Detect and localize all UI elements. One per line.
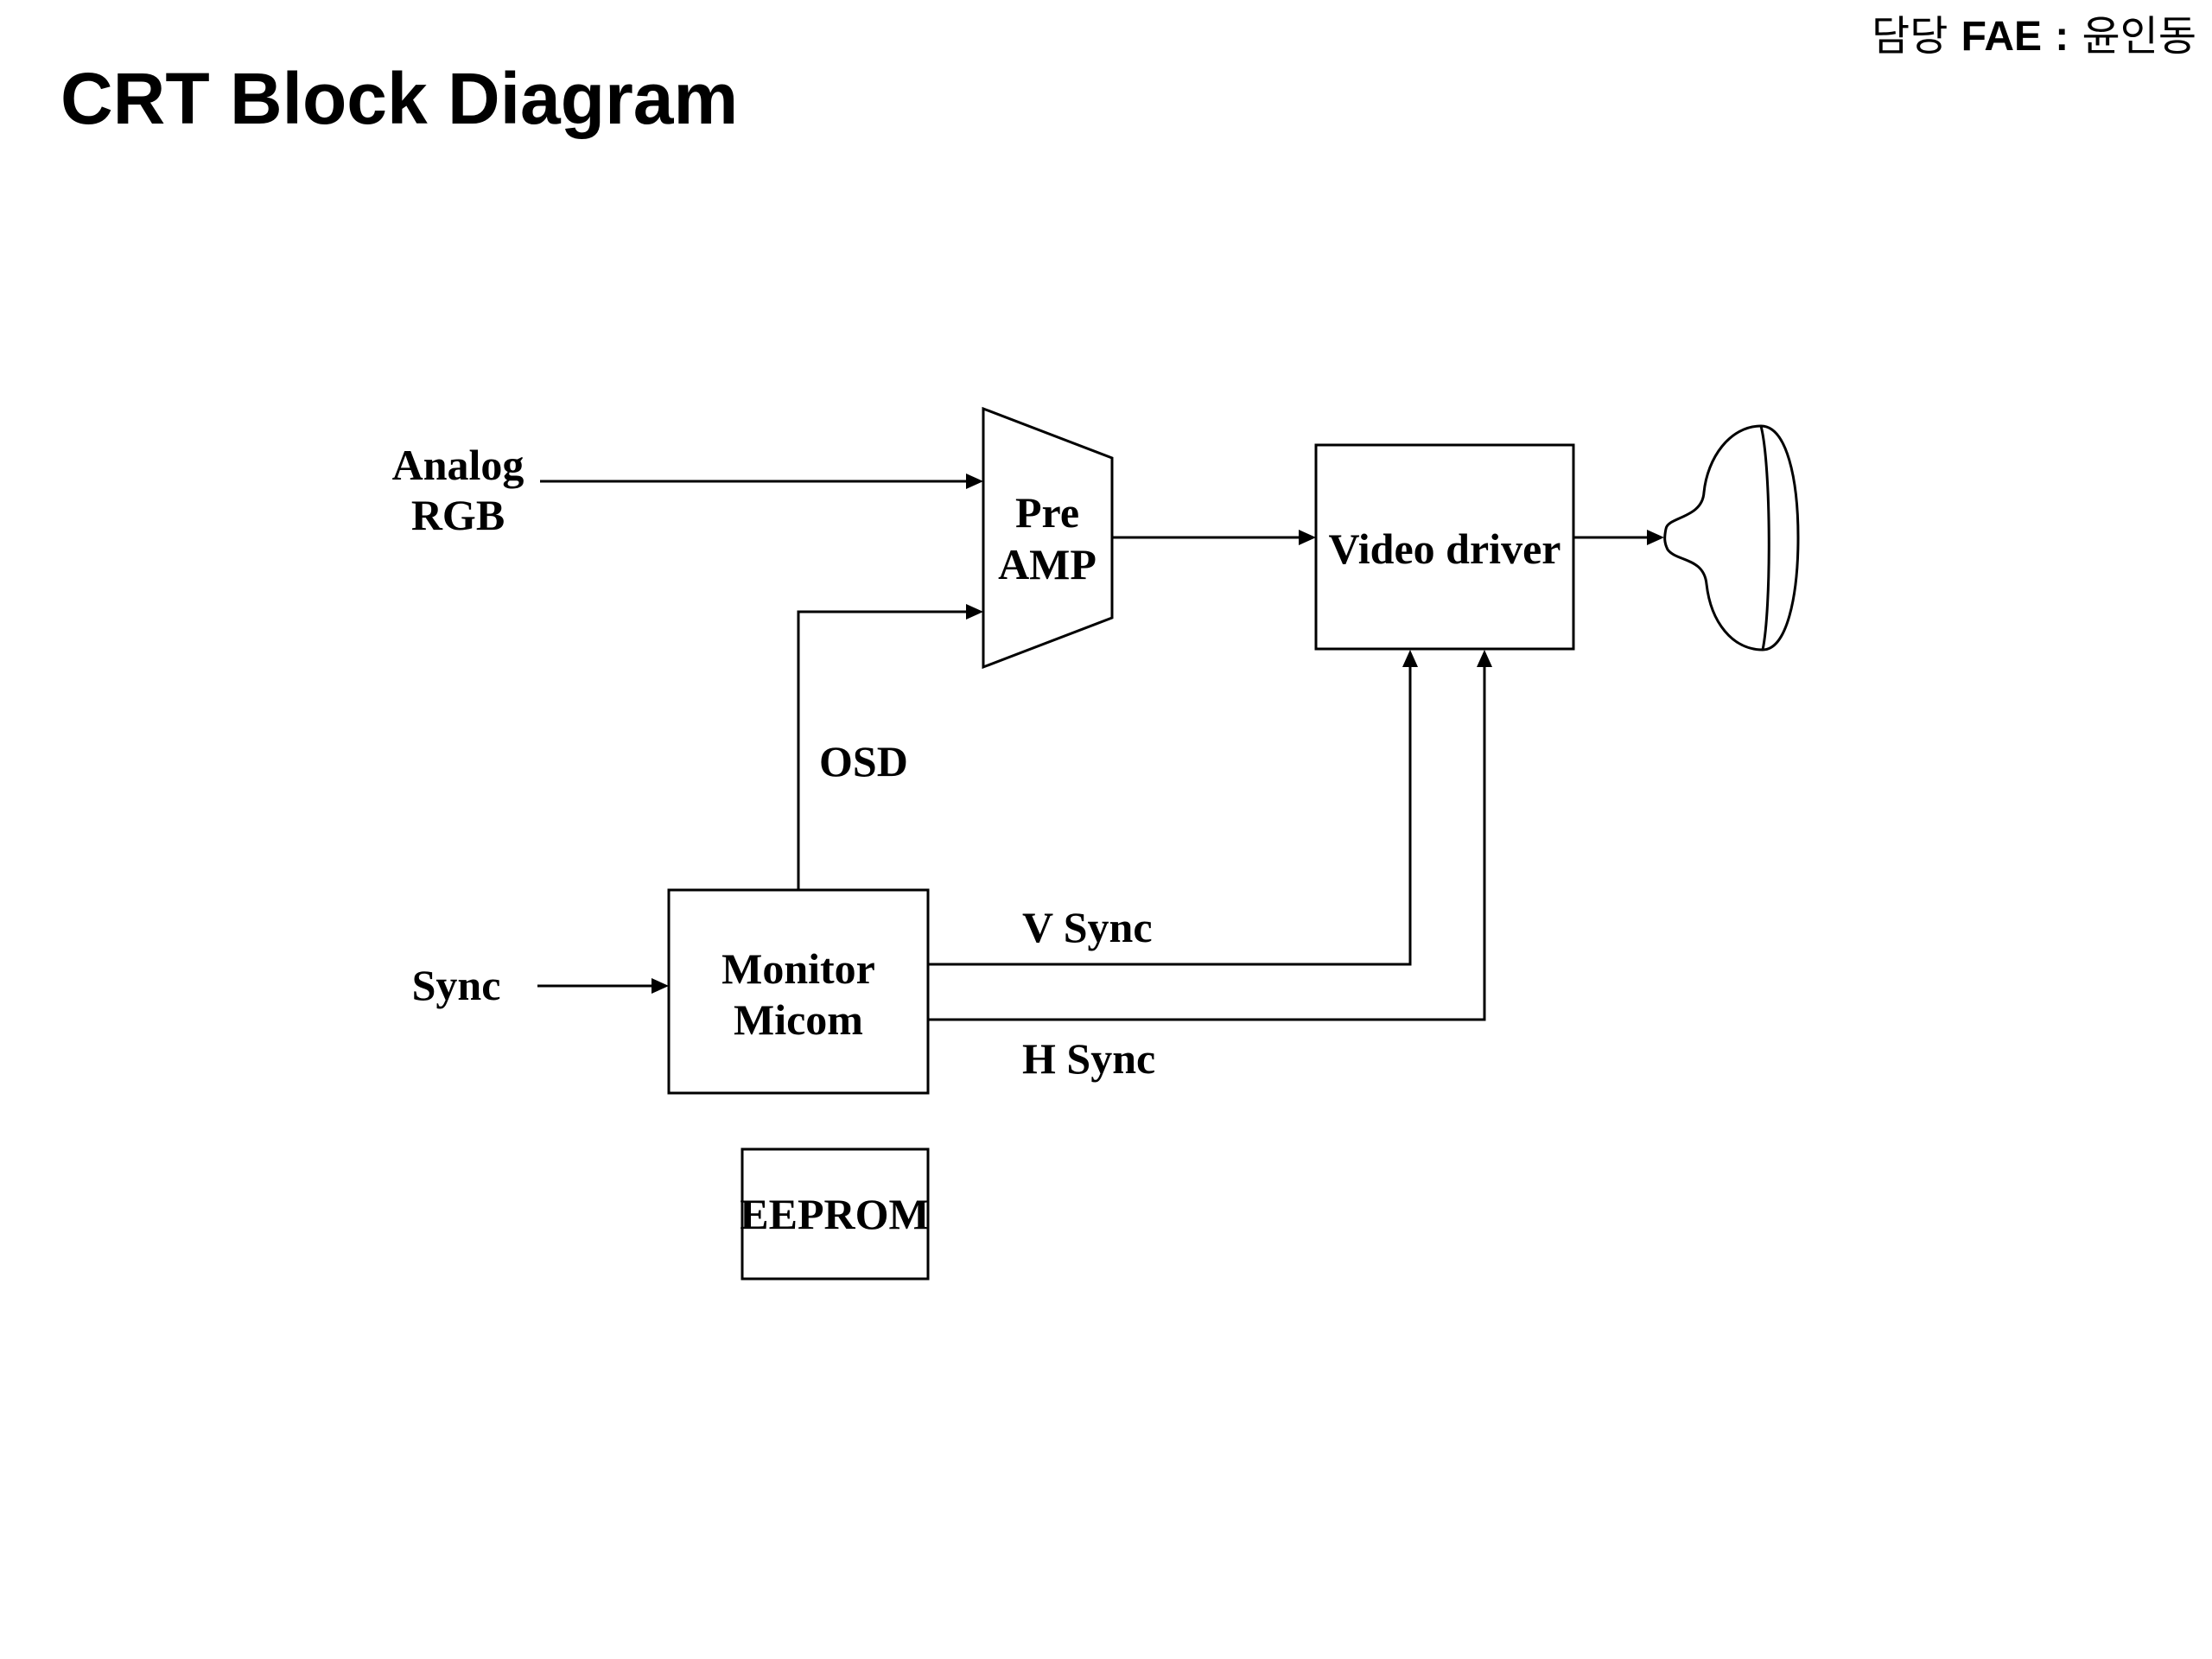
h-sync-arrow bbox=[1477, 650, 1492, 667]
analog-rgb-label-line2: RGB bbox=[411, 491, 505, 539]
pre-amp-label-line1: Pre bbox=[1015, 488, 1079, 537]
v-sync-arrow bbox=[1402, 650, 1418, 667]
owner-name: 윤인동 bbox=[2082, 12, 2196, 60]
video-driver-label: Video driver bbox=[1329, 524, 1561, 573]
crt-tube-icon bbox=[1663, 424, 1800, 652]
pre-amp-block bbox=[982, 406, 1114, 670]
osd-arrow bbox=[966, 604, 983, 620]
preamp-to-driver-arrow bbox=[1299, 530, 1316, 545]
v-sync-wire bbox=[928, 665, 1412, 966]
h-sync-label: H Sync bbox=[1022, 1034, 1155, 1083]
osd-label: OSD bbox=[819, 737, 908, 785]
page-title: CRT Block Diagram bbox=[60, 58, 739, 139]
owner-separator: : bbox=[2055, 14, 2069, 60]
osd-wire bbox=[797, 610, 969, 890]
sync-input-label: Sync bbox=[412, 961, 501, 1009]
eeprom-block bbox=[741, 1147, 930, 1281]
owner-note: 담당 FAE : 윤인동 bbox=[1872, 12, 2196, 62]
analog-rgb-label-line1: Analog bbox=[392, 441, 524, 489]
h-sync-wire bbox=[928, 665, 1486, 1021]
monitor-micom-label-line2: Micom bbox=[734, 995, 863, 1044]
v-sync-label: V Sync bbox=[1022, 903, 1153, 951]
sync-input-arrow bbox=[652, 978, 669, 994]
owner-prefix: 담당 bbox=[1872, 12, 1948, 60]
driver-to-crt-arrow bbox=[1647, 530, 1664, 545]
owner-role: FAE bbox=[1961, 14, 2042, 60]
video-driver-block bbox=[1314, 443, 1575, 651]
monitor-micom-label-line1: Monitor bbox=[721, 944, 875, 993]
pre-amp-label-line2: AMP bbox=[998, 540, 1096, 588]
eeprom-label: EEPROM bbox=[740, 1190, 929, 1238]
monitor-micom-block bbox=[667, 888, 930, 1095]
analog-rgb-arrow bbox=[966, 474, 983, 489]
